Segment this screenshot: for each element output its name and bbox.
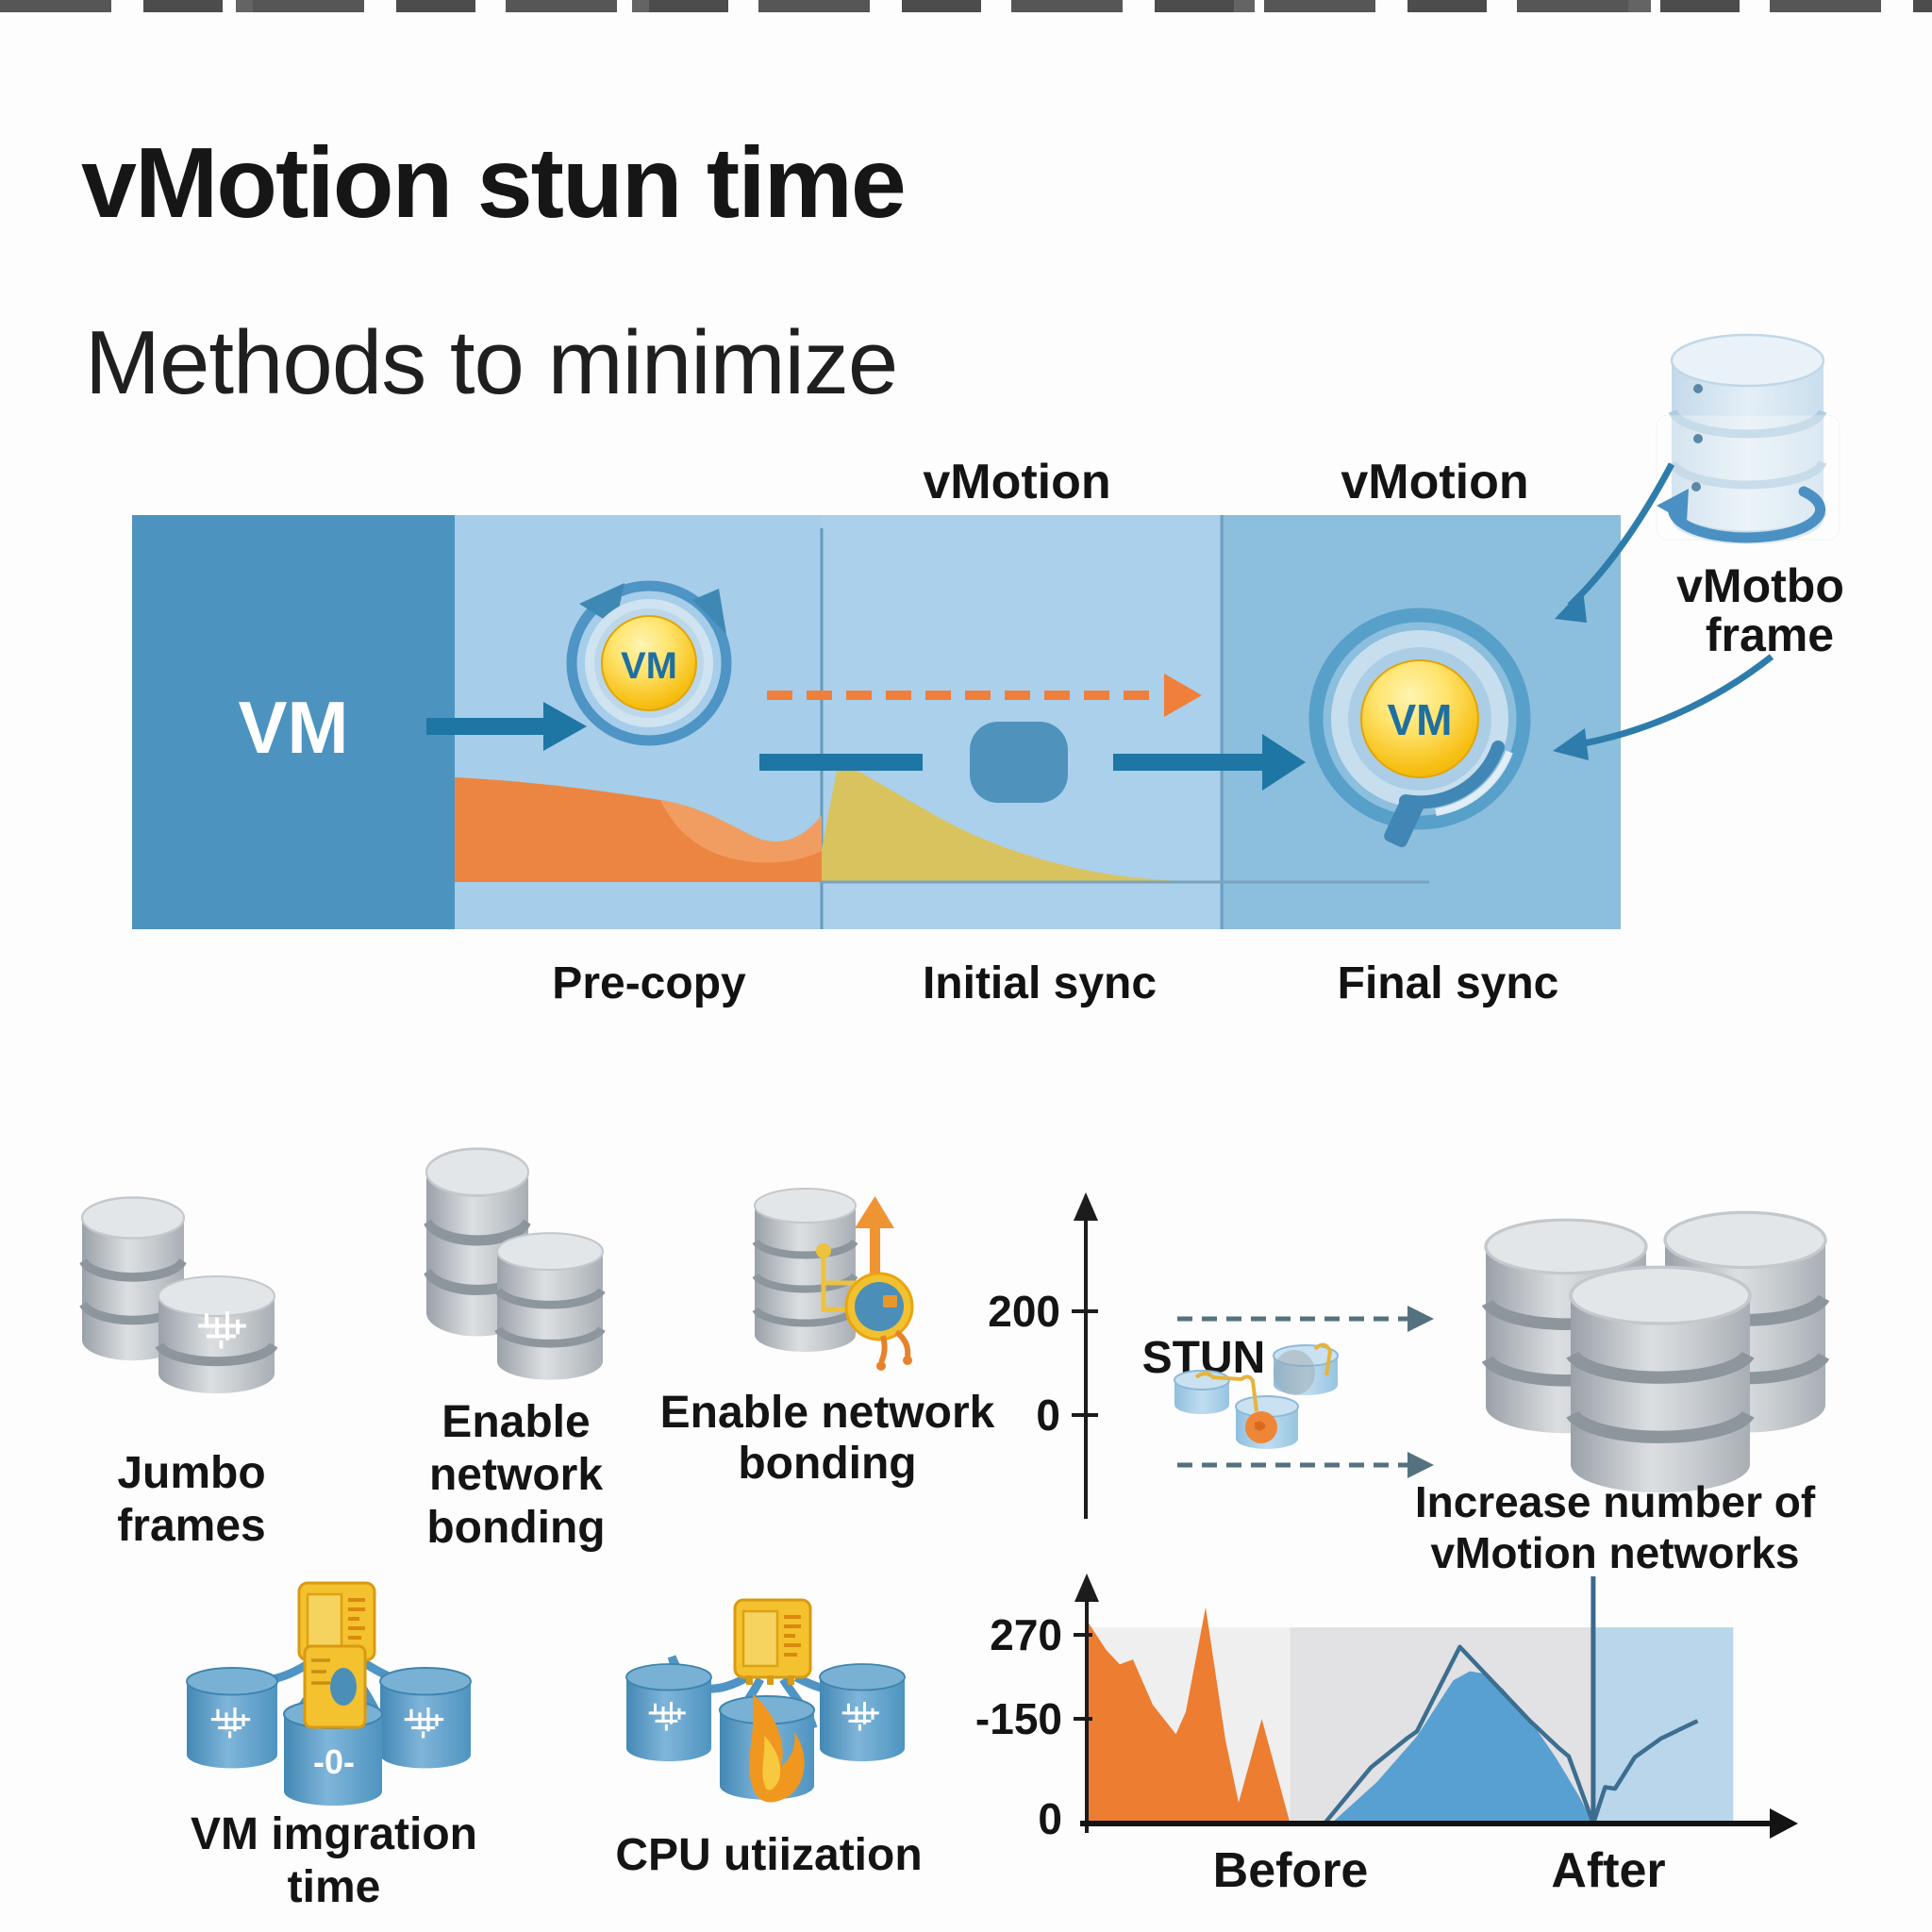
callout-line-1: vMotbo — [1676, 559, 1844, 612]
method-label-line: Enable — [441, 1397, 590, 1447]
sync-chevron-icon — [692, 589, 726, 634]
chart-area-stun-after-fill — [1331, 1671, 1593, 1824]
data-block-icon — [970, 722, 1068, 803]
axis-arrow-head — [1074, 1574, 1099, 1602]
chart-line-stun-after-line — [1323, 1644, 1699, 1826]
metric-vm-migration-time: -0- VM imgration time — [186, 1581, 477, 1912]
cpu-chip-icon — [733, 1598, 812, 1687]
bond-wire-node — [816, 1243, 831, 1258]
x-label-before: Before — [1213, 1843, 1369, 1898]
method-label-line: bonding — [426, 1503, 605, 1553]
flame-icon — [749, 1694, 805, 1803]
source-host-panel — [132, 515, 455, 929]
migration-arrow-2 — [759, 754, 923, 771]
database-cylinder-icon — [1571, 1267, 1750, 1492]
host-cylinder-icon — [186, 1667, 278, 1770]
stun-hosts-icon — [1174, 1342, 1339, 1449]
host-cylinder-icon — [819, 1663, 906, 1762]
before-after-chart-series — [1087, 1576, 1699, 1826]
y-tick-label: 0 — [1036, 1391, 1060, 1440]
circular-arrow-icon — [1668, 486, 1826, 543]
curved-arrow-head — [1555, 589, 1587, 623]
page-title: vMotion stun time — [81, 127, 907, 239]
migration-arrow-1 — [426, 702, 587, 751]
sync-swoosh-tail — [1384, 795, 1424, 848]
metric-label-line: VM imgration — [191, 1809, 477, 1859]
sync-swoosh-icon — [1399, 741, 1505, 809]
method-jumbo-frames: Jumbo frames — [82, 1197, 278, 1551]
precopy-activity-wave — [455, 777, 822, 882]
y-tick-label: 200 — [988, 1287, 1060, 1336]
method-label-line: Enable network — [660, 1388, 995, 1438]
stun-mini-chart: 200 0 STUN — [988, 1192, 1434, 1519]
database-cylinder-icon — [497, 1233, 603, 1380]
host-cylinder-icon — [625, 1663, 712, 1762]
migrating-vm-icon: VM — [566, 580, 732, 746]
ghost-overlay — [1274, 1350, 1315, 1395]
method-label-line: Jumbo — [117, 1448, 265, 1498]
phase-label-initial-sync: Initial sync — [923, 958, 1157, 1008]
axis-arrow-head — [1770, 1808, 1798, 1839]
host-cylinder-icon — [379, 1667, 472, 1770]
migration-arrow-3 — [1113, 734, 1306, 791]
sync-swoosh-highlight — [1435, 750, 1513, 816]
page-subtitle: Methods to minimize — [85, 312, 898, 413]
circular-arrow-head — [1657, 489, 1689, 523]
phase-label-precopy: Pre-copy — [552, 958, 746, 1008]
nic-chip-icon — [844, 1272, 914, 1371]
metric-label-line: time — [288, 1862, 381, 1912]
destination-vm-label: VM — [1388, 695, 1453, 744]
throughput-up-arrow — [855, 1196, 894, 1274]
y-tick-label: 0 — [1038, 1794, 1062, 1843]
top-edge-artifact — [0, 0, 1932, 12]
vmotion-phase-diagram: VM VM — [132, 333, 1844, 1008]
method-label-line: network — [429, 1450, 603, 1500]
axis-arrow-head — [1074, 1192, 1098, 1221]
before-after-chart-axes: 270 -150 0 Before After — [975, 1574, 1798, 1898]
method-network-bonding-b: Enable network bonding — [660, 1188, 995, 1489]
curved-arrow-head — [1553, 728, 1589, 760]
chart-background-band — [1592, 1627, 1734, 1824]
zero-badge: -0- — [313, 1742, 355, 1781]
vmotion-frame-storage-icon — [1656, 333, 1840, 544]
source-vm-label: VM — [239, 686, 349, 769]
memory-transfer-dashed-arrow — [767, 674, 1202, 717]
method-label-line: Increase number of — [1415, 1477, 1816, 1526]
vmotion-label-final: vMotion — [1341, 455, 1528, 509]
database-cylinder-icon — [752, 1188, 858, 1352]
wire-scribble — [1194, 1342, 1333, 1412]
method-label-line: frames — [117, 1501, 265, 1551]
method-label-line: vMotion networks — [1430, 1528, 1799, 1577]
y-tick-label: -150 — [975, 1694, 1062, 1743]
metric-cpu-utilization: CPU utiization — [615, 1598, 923, 1880]
metric-label-line: CPU utiization — [615, 1830, 922, 1880]
chart-area-stun-before — [1087, 1607, 1291, 1824]
method-increase-networks: Increase number of vMotion networks — [1415, 1212, 1825, 1577]
database-cylinder-icon — [155, 1275, 278, 1393]
destination-vm-icon: VM — [1308, 608, 1531, 848]
callout-line-2: frame — [1706, 608, 1834, 661]
y-tick-label: 270 — [990, 1610, 1062, 1659]
scale-out-dashed-arrows — [1177, 1306, 1434, 1478]
method-network-bonding-a: Enable network bonding — [426, 1149, 606, 1553]
host-cylinder-icon: -0- — [282, 1644, 384, 1807]
x-label-after: After — [1551, 1843, 1665, 1898]
migrating-vm-label: VM — [621, 645, 677, 687]
vmotion-label-initial: vMotion — [923, 455, 1110, 509]
phase-label-final-sync: Final sync — [1338, 958, 1559, 1008]
method-label-line: bonding — [738, 1439, 916, 1489]
sync-activity-wave — [822, 760, 1222, 882]
